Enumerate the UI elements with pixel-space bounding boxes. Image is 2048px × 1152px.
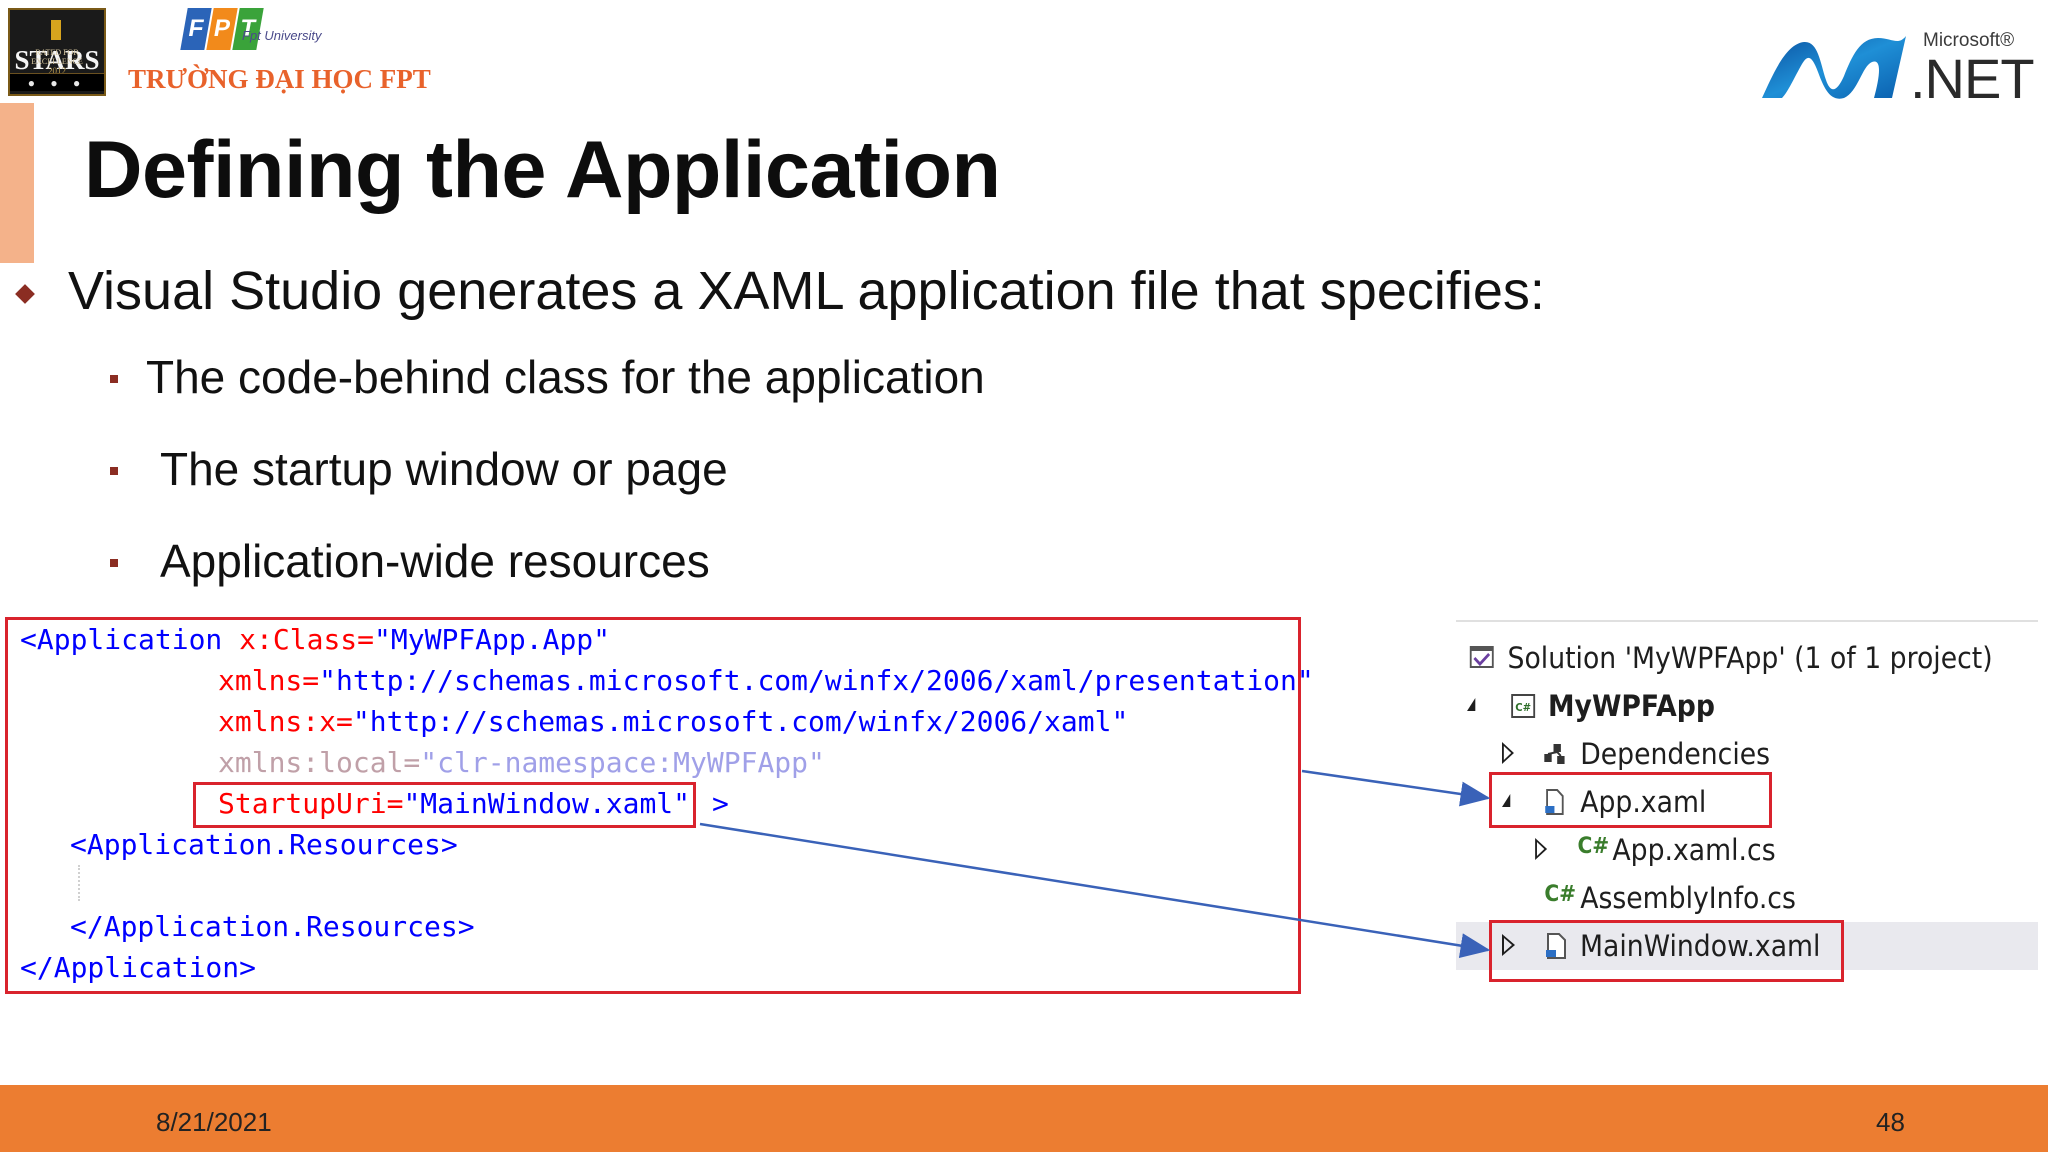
tree-item-mainwindow-xaml[interactable]: MainWindow.xaml (1456, 922, 2038, 970)
code-value: "clr-namespace:MyWPFApp" (420, 746, 825, 779)
code-line: </Application.Resources> (70, 910, 475, 943)
tree-item-app-xaml[interactable]: App.xaml (1456, 778, 1991, 826)
mainwindow-highlight (1489, 920, 1844, 982)
code-attr: x:Class= (222, 623, 375, 656)
slide-title: Defining the Application (84, 125, 1001, 215)
svg-text:C#: C# (1515, 702, 1531, 714)
project-label: MyWPFApp (1548, 689, 1715, 723)
solution-node[interactable]: Solution 'MyWPFApp' (1 of 1 project) (1456, 634, 1993, 682)
code-value: "http://schemas.microsoft.com/winfx/2006… (319, 664, 1314, 697)
tree-item-label: App.xaml.cs (1612, 833, 1776, 867)
sub-bullet-text: The code-behind class for the applicatio… (146, 351, 985, 403)
sub-bullet: The code-behind class for the applicatio… (110, 350, 985, 404)
fpt-logo: F P T Fpt University (180, 6, 330, 58)
collapsed-arrow-icon (1502, 934, 1515, 956)
tree-item-label: MainWindow.xaml (1580, 929, 1821, 963)
tree-item-dependencies[interactable]: Dependencies (1456, 730, 1991, 778)
square-bullet-icon (110, 375, 118, 383)
code-line: </Application> (20, 951, 257, 984)
dependencies-icon (1544, 744, 1565, 764)
expanded-arrow-icon (1467, 698, 1476, 711)
dotnet-label: .NET (1910, 47, 2035, 110)
expanded-arrow-icon (1502, 794, 1511, 807)
page-number: 48 (1876, 1107, 1905, 1137)
code-attr: xmlns= (218, 664, 320, 697)
startup-uri-highlight (193, 782, 696, 828)
tree-item-label: App.xaml (1580, 785, 1707, 819)
stars-dots: ● ● ● (10, 73, 104, 91)
solution-explorer: Solution 'MyWPFApp' (1 of 1 project) C# … (1456, 620, 2038, 990)
xaml-file-icon (1546, 933, 1566, 959)
stars-year: 2012 (48, 66, 66, 76)
code-line: xmlns="http://schemas.microsoft.com/winf… (218, 663, 1314, 699)
square-bullet-icon (110, 559, 118, 567)
footer-bar: 8/21/2021 48 (0, 1085, 2048, 1152)
sub-bullet: Application-wide resources (110, 534, 710, 588)
tree-item-label: Dependencies (1580, 737, 1771, 771)
arrow-to-app-xaml (1301, 769, 1491, 807)
code-attr: StartupUri= (218, 787, 404, 820)
code-value: "http://schemas.microsoft.com/winfx/2006… (352, 705, 1129, 738)
stars-tagline: RATED FOR EXCELLENCE (31, 48, 83, 66)
footer-date: 8/21/2021 (156, 1107, 272, 1137)
code-tag: <Application (20, 623, 223, 656)
code-value: "MyWPFApp.App" (374, 623, 611, 656)
fpt-university-label: Fpt University (242, 28, 322, 43)
microsoft-label: Microsoft® (1923, 30, 2015, 51)
tree-item-app-xaml-cs[interactable]: C# App.xaml.cs (1456, 826, 1991, 874)
csharp-file-icon: C# (1544, 882, 1577, 907)
code-tag-close: > (712, 787, 729, 820)
tree-item-assemblyinfo[interactable]: C# AssemblyInfo.cs (1456, 874, 1991, 922)
arrow-to-mainwindow (699, 822, 1491, 959)
sub-bullet-text: Application-wide resources (160, 535, 710, 587)
code-attr: xmlns:x= (218, 705, 353, 738)
stars-logo: STARS RATED FOR EXCELLENCE 2012 ● ● ● (8, 8, 106, 96)
collapsed-arrow-icon (1502, 742, 1514, 764)
code-line: <Application.Resources> (70, 828, 458, 861)
csharp-project-icon: C# (1511, 694, 1536, 718)
code-line: StartupUri="MainWindow.xaml" (218, 786, 690, 822)
code-line: xmlns:local="clr-namespace:MyWPFApp" (218, 745, 825, 781)
xaml-code-panel (5, 617, 1301, 994)
dotnet-logo: Microsoft® .NET (1760, 24, 2035, 110)
fpt-school-name: TRƯỜNG ĐẠI HỌC FPT (128, 64, 431, 94)
dotnet-wave-icon (1762, 36, 1906, 99)
app-xaml-highlight (1489, 772, 1772, 828)
csharp-file-icon: C# (1577, 834, 1610, 859)
code-value: "MainWindow.xaml" (403, 787, 691, 820)
main-bullet-text: Visual Studio generates a XAML applicati… (68, 261, 1545, 321)
code-attr: xmlns:local= (218, 746, 421, 779)
tree-item-label: AssemblyInfo.cs (1580, 881, 1796, 915)
square-bullet-icon (110, 467, 118, 475)
solution-icon (1469, 646, 1494, 668)
project-node[interactable]: C# MyWPFApp (1456, 682, 1991, 730)
collapsed-arrow-icon (1535, 838, 1548, 860)
xaml-file-icon (1545, 789, 1564, 815)
code-line: <Application x:Class="MyWPFApp.App" (20, 622, 610, 658)
indent-guide (78, 865, 80, 901)
sub-bullet-text: The startup window or page (160, 443, 728, 495)
stars-wordmark: STARS (10, 14, 104, 76)
sub-bullet: The startup window or page (110, 442, 728, 496)
code-line: xmlns:x="http://schemas.microsoft.com/wi… (218, 704, 1128, 740)
solution-label: Solution 'MyWPFApp' (1 of 1 project) (1507, 641, 1993, 675)
title-accent-bar (0, 103, 34, 263)
main-bullet: Visual Studio generates a XAML applicati… (14, 260, 1545, 322)
